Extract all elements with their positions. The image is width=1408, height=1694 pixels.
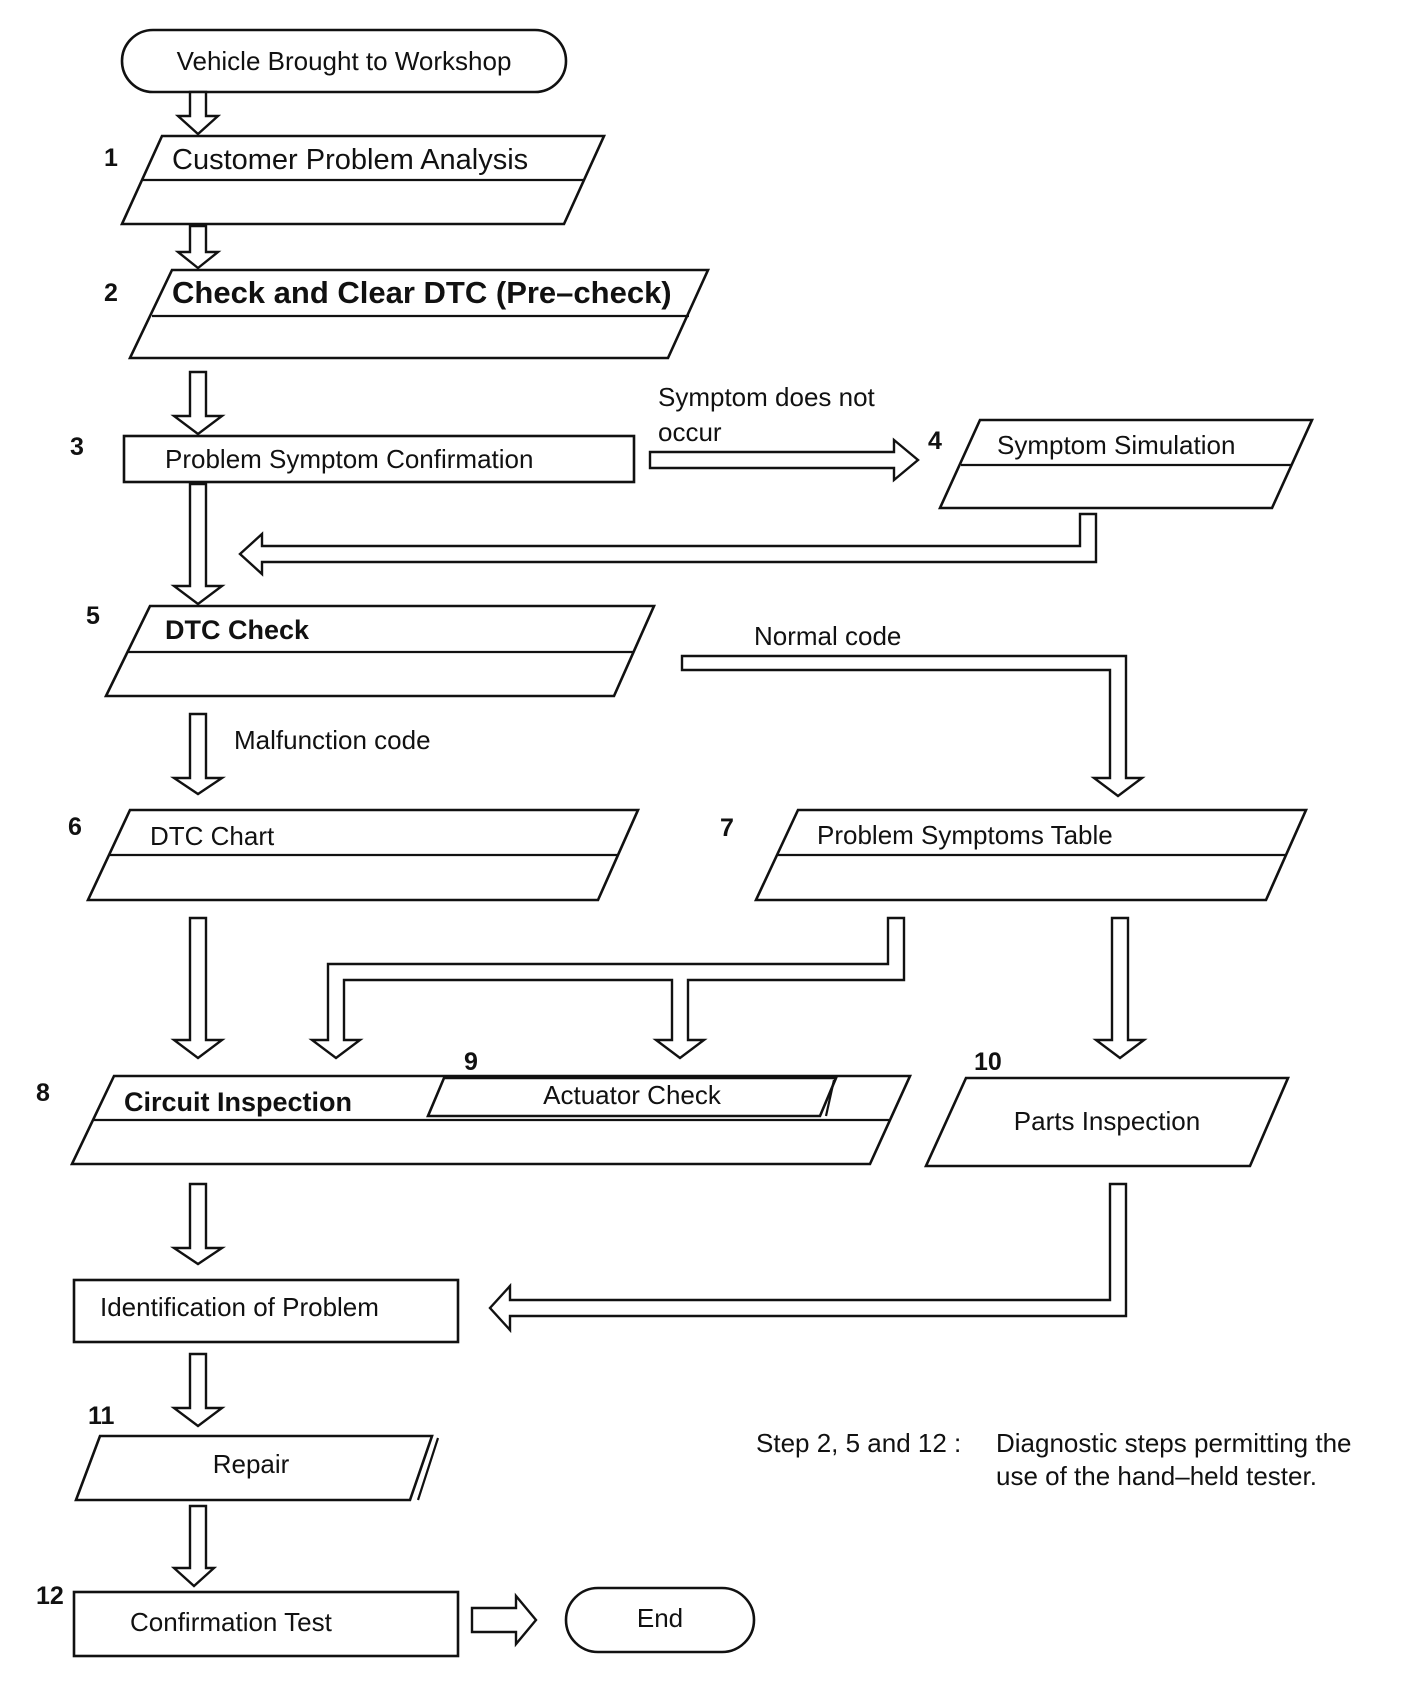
edge-malfunction-code: Malfunction code [234,725,431,755]
step-12-label: Confirmation Test [130,1607,333,1637]
start-terminal [120,28,568,94]
arrow-11-to-12 [170,1504,218,1588]
edge-not-occur-line1: Symptom does not [658,382,876,412]
arrow-7-to-10 [1092,916,1148,1060]
arrow-10-return [488,1182,1128,1334]
step-6-number: 6 [68,813,82,841]
step-11-number: 11 [88,1402,115,1430]
step-11-box [74,1434,434,1502]
step-8-label: Circuit Inspection [124,1087,352,1117]
end-terminal [564,1586,756,1654]
ident-label: Identification of Problem [100,1292,379,1322]
step-2-box [127,268,711,360]
step-12-box [72,1590,460,1658]
step-7-number: 7 [720,814,734,842]
step-9-box [426,1076,838,1118]
arrow-start-to-1 [174,90,222,136]
arrow-3-to-4 [648,437,920,483]
arrow-5-to-7 [680,654,1146,798]
step-1-label: Customer Problem Analysis [172,144,528,176]
start-label: Vehicle Brought to Workshop [177,46,512,76]
arrow-2-to-3 [170,370,226,436]
step-3-box [122,434,636,484]
note-line1: Diagnostic steps permitting the [996,1428,1352,1458]
step-2-number: 2 [104,279,118,307]
step-3-label: Problem Symptom Confirmation [165,444,533,474]
step-10-box [923,1076,1290,1168]
step-1-number: 1 [104,144,118,172]
step-3-number: 3 [70,433,84,461]
step-7-label: Problem Symptoms Table [817,820,1113,850]
arrow-3-to-5 [170,482,226,606]
arrow-7-to-8-9 [308,916,906,1060]
ident-box [72,1278,460,1344]
step-11-shadow [416,1437,440,1501]
edge-not-occur-line2: occur [658,417,722,447]
step-9-shadow [824,1079,836,1117]
step-10-number: 10 [974,1048,1002,1076]
step-4-number: 4 [928,427,942,455]
step-8-number: 8 [36,1079,50,1107]
step-4-label: Symptom Simulation [997,430,1235,460]
arrow-6-to-8 [170,916,226,1060]
arrow-8-to-ident [170,1182,226,1266]
arrow-ident-to-11 [170,1352,226,1428]
step-5-label: DTC Check [165,615,310,645]
arrow-12-to-end [470,1592,538,1648]
step-2-label: Check and Clear DTC (Pre–check) [172,275,672,310]
step-6-label: DTC Chart [150,821,275,851]
note-line2: use of the hand–held tester. [996,1461,1317,1491]
step-12-number: 12 [36,1582,64,1610]
edge-normal-code: Normal code [754,621,901,651]
step-10-label: Parts Inspection [1014,1106,1200,1136]
arrow-1-to-2 [174,224,222,270]
note-prefix: Step 2, 5 and 12 : [756,1428,961,1458]
step-9-number: 9 [464,1048,478,1076]
step-11-label: Repair [213,1449,290,1479]
step-5-number: 5 [86,602,100,630]
arrow-5-to-6 [170,712,226,796]
step-9-label: Actuator Check [543,1080,722,1110]
arrow-4-return [238,512,1098,577]
end-label: End [637,1603,683,1633]
